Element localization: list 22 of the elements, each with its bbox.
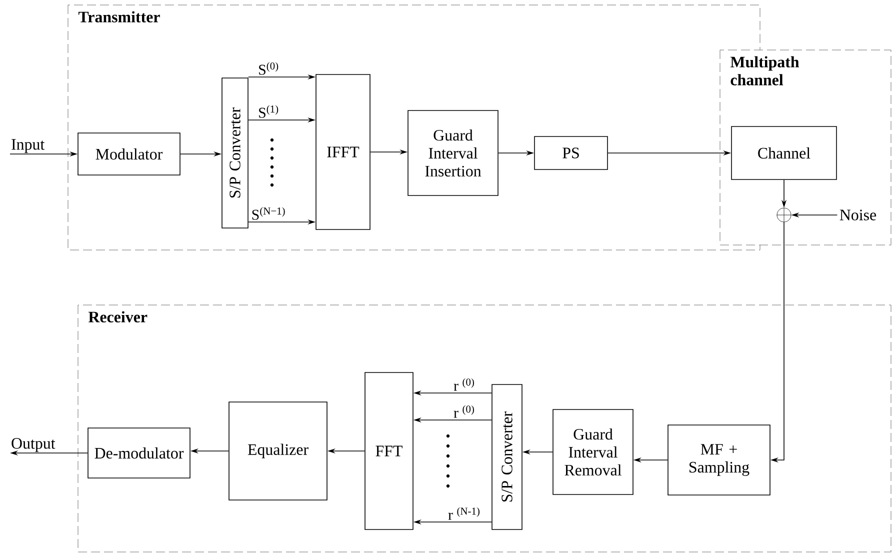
label: Noise (840, 210, 876, 220)
process-box: PS (534, 136, 608, 170)
process-box: Equalizer (228, 402, 328, 500)
label: Output (12, 438, 56, 452)
process-box: Modulator (78, 132, 180, 176)
process-box: S/P Converter (492, 384, 522, 530)
edge-label: r $^{(N-1)}$ (448, 507, 480, 520)
edge-label: S$^{(0)}$ (259, 62, 278, 75)
edge-label: S$^{(N−1)}$ (252, 207, 285, 220)
sum-circle (776, 208, 792, 222)
process-box: MF + Sampling (668, 424, 770, 496)
process-box: De-modulator (88, 428, 190, 478)
edge-label: r $^{(0)}$ (454, 405, 474, 418)
process-box: IFFT (316, 74, 370, 230)
process-box: Guard Interval Removal (552, 409, 634, 495)
label: Input (12, 139, 45, 153)
edge-label: r $^{(0)}$ (454, 378, 474, 391)
process-box: S/P Converter (222, 78, 248, 228)
process-box: Channel (731, 126, 837, 180)
edge-label: S$^{(1)}$ (259, 105, 278, 118)
process-box: Guard Interval Insertion (408, 110, 498, 196)
process-box: FFT (364, 372, 414, 530)
